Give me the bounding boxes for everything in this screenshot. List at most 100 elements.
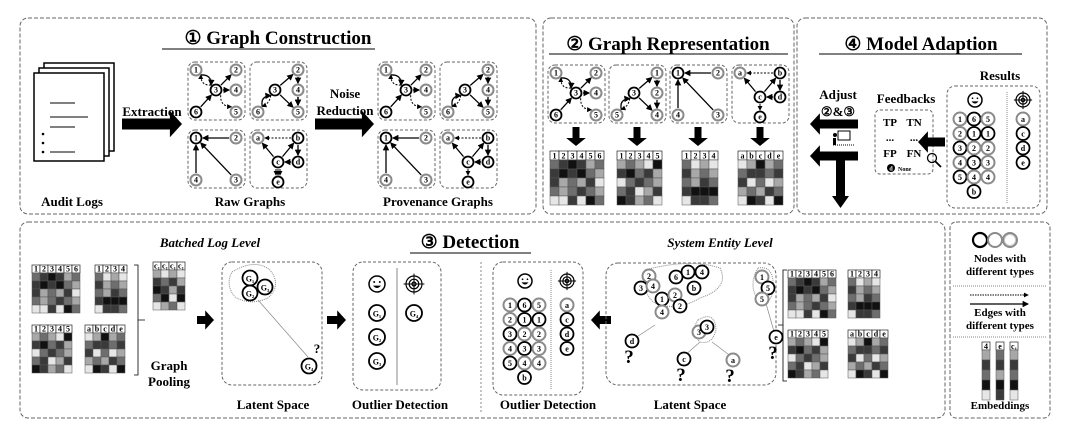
node-4: 4 (589, 86, 603, 100)
matrix-cell (168, 285, 178, 295)
matrix-cell (847, 277, 857, 287)
node-circle (379, 105, 393, 119)
legend-edges-label: Edges with (974, 307, 1026, 319)
node-circle (952, 155, 968, 170)
node-label: 2 (508, 315, 512, 324)
node-label: 4 (537, 359, 541, 368)
matrix-cell (863, 337, 873, 347)
unknown-mark: ? (314, 341, 321, 356)
node-label: 6 (972, 115, 976, 124)
solid-edge (390, 74, 405, 87)
node-5: 5 (589, 108, 603, 122)
header-label: c₁ (178, 262, 185, 271)
matrix-cell (160, 285, 170, 295)
node-b: b (291, 131, 305, 145)
matrix-cell (652, 195, 663, 206)
node-3: 3 (699, 319, 715, 335)
detection-title: ③ Detection (421, 232, 520, 253)
matrix-cell (755, 177, 766, 188)
node-2: 2 (291, 63, 305, 77)
node-label: 4 (486, 85, 490, 94)
noise-reduction-arrow (315, 110, 374, 138)
matrix-cell (764, 159, 775, 170)
embedding-cell (1009, 379, 1019, 391)
matrix-cell (94, 304, 104, 314)
node-6: 6 (668, 269, 684, 285)
eye (976, 97, 979, 100)
matrix-cell (737, 168, 748, 179)
matrix-cell (787, 353, 797, 363)
embedding-cell (1009, 369, 1019, 381)
header-label: e (119, 325, 123, 334)
matrix-cell (827, 277, 837, 287)
node-5: 5 (952, 169, 968, 185)
matrix-cell (576, 159, 587, 170)
node-circle (517, 355, 532, 371)
header-label: 5 (656, 152, 660, 161)
solid-edge (261, 142, 275, 158)
node-label: 3 (404, 85, 408, 94)
matrix-cell (819, 353, 829, 363)
node-2: 2 (419, 63, 433, 77)
node-4: 4 (481, 83, 495, 97)
header-label: 2 (694, 152, 698, 161)
node-circle (671, 66, 685, 80)
node-3: 3 (502, 326, 518, 342)
matrix-cell (871, 345, 881, 355)
matrix-cell (576, 168, 587, 179)
matrix-cell (827, 293, 837, 303)
node-label: 4 (700, 268, 704, 277)
eye (526, 278, 529, 281)
matrix-cell (803, 293, 813, 303)
node-label: 4 (655, 110, 659, 119)
matrix-cell (55, 356, 65, 366)
node-3: 3 (419, 173, 433, 187)
node-circle (189, 105, 203, 119)
node-circle (189, 173, 203, 187)
latent-space-box (221, 261, 323, 386)
node-circle (531, 297, 547, 313)
batch-bracket (134, 264, 145, 376)
node-label: 2 (486, 65, 490, 74)
dotted-edge (261, 95, 272, 108)
node-label: 5 (760, 295, 764, 304)
node-circle (569, 86, 583, 100)
node-1: 1 (189, 131, 203, 145)
node-3: 3 (952, 140, 968, 156)
matrix-cell (871, 301, 881, 311)
entity-bracket (778, 269, 787, 382)
matrix-cell (681, 186, 692, 197)
node-circle (502, 355, 518, 371)
header-label: 4 (874, 270, 878, 279)
matrix-cell (690, 177, 701, 188)
results-label: Results (980, 68, 1020, 83)
header-label: a (850, 330, 854, 339)
node-circle (291, 63, 305, 77)
dotted-edge (558, 77, 572, 89)
matrix-cell (549, 186, 560, 197)
node-circle (768, 329, 784, 345)
matrix-cell (116, 348, 126, 358)
node-circle (405, 304, 423, 322)
node-a: a (251, 131, 265, 145)
node-label: 6 (446, 107, 450, 116)
matrix-cell (879, 369, 889, 379)
matrix-cell (690, 168, 701, 179)
graph-pooling-label: Graph (151, 358, 189, 373)
node-circle (589, 66, 603, 80)
matrix-cell (152, 293, 162, 303)
matrix-cell (755, 159, 766, 170)
matrix-cell (47, 280, 57, 290)
node-3: 3 (268, 83, 282, 97)
matrix-cell (47, 348, 57, 358)
matrix-cell (746, 177, 757, 188)
node-label: 1 (972, 129, 976, 138)
node-label: 1 (508, 301, 512, 310)
outlier-detection-box (352, 261, 442, 391)
board (837, 130, 851, 141)
matrix-cell (773, 159, 784, 170)
matrix-cell (92, 348, 102, 358)
